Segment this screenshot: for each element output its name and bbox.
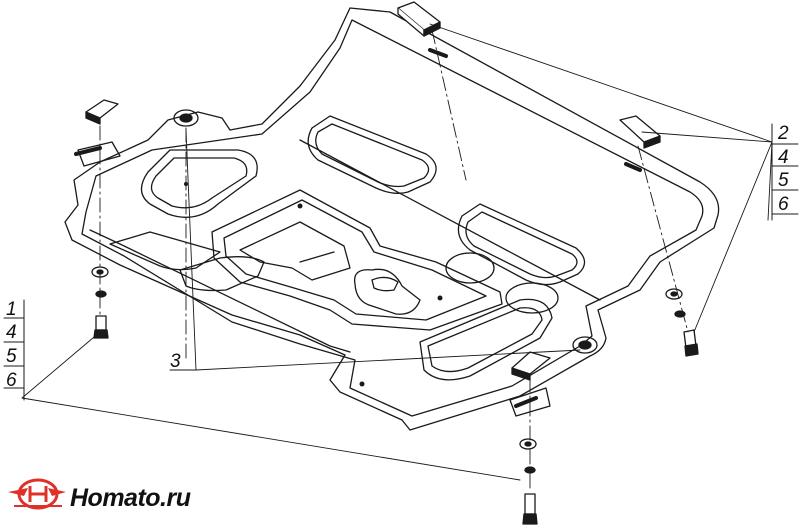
mount-slot-front: [514, 396, 538, 408]
callout-table-right: [771, 123, 799, 221]
callout-left-6: 6: [6, 370, 17, 391]
clip-nut-right: [619, 115, 661, 149]
clip-nut-front: [511, 351, 551, 381]
skid-plate-outline: [64, 7, 720, 431]
center-channel: [211, 189, 503, 331]
access-hatch-left: [179, 256, 265, 292]
callout-right-2: 2: [778, 123, 789, 144]
mount-slot-rear: [428, 48, 448, 58]
access-hole-center: [353, 268, 421, 315]
stamped-slot-right: [457, 203, 586, 286]
stamped-slot-upper-left: [140, 149, 258, 218]
flange-left: [77, 141, 121, 167]
access-hole-small: [371, 276, 399, 292]
clip-nut-top: [397, 1, 441, 37]
screw-holes: [184, 182, 443, 387]
brand-name: Homato.ru: [70, 484, 191, 512]
stamped-slot-lower-right: [419, 298, 553, 381]
callout-table-left: [3, 299, 25, 401]
callout-plate-3: 3: [170, 351, 181, 372]
access-hole-right: [505, 282, 559, 314]
skid-plate-inner-rim: [81, 19, 704, 417]
mount-boss-right: [572, 336, 598, 354]
callout-right-5: 5: [778, 170, 789, 191]
fastener-stack-bottom: [519, 438, 538, 525]
callout-left-1: 1: [6, 299, 17, 320]
flange-front: [509, 387, 551, 417]
bolt-bottom: [524, 493, 536, 515]
plate-bend-line: [89, 229, 351, 353]
callout-left-5: 5: [6, 346, 17, 367]
spring-washer-left: [95, 290, 107, 298]
stamped-slot-upper-center: [307, 115, 437, 194]
mount-slot-left: [74, 146, 102, 156]
callout-left-4: 4: [6, 322, 17, 343]
mount-slot-right: [624, 162, 642, 172]
mount-boss-left: [173, 109, 199, 127]
center-lines: [99, 29, 689, 493]
callout-right-4: 4: [778, 147, 789, 168]
fastener-stack-right: [665, 288, 699, 357]
callout-right-6: 6: [778, 194, 789, 215]
clip-nut-left: [85, 99, 119, 125]
bolt-left: [95, 315, 107, 331]
leader-lines: [21, 23, 773, 481]
stamped-slot-lower-left: [109, 231, 221, 271]
access-hole-mid: [445, 252, 495, 284]
brand-logo-mark: [8, 478, 66, 510]
